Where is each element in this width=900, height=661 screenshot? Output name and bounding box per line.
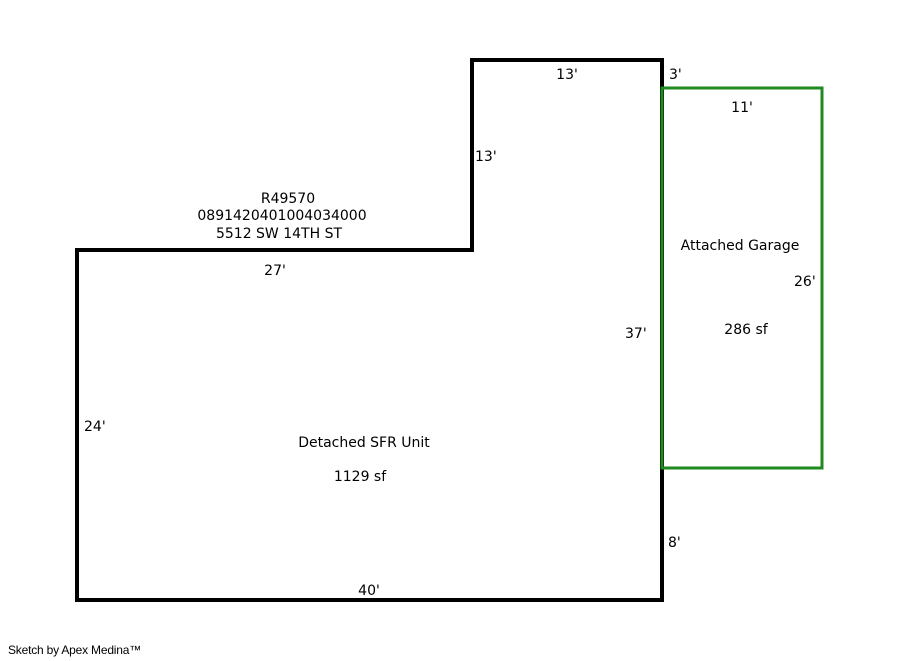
garage-outline [660, 86, 824, 470]
dim-house-right-lower: 8' [668, 535, 681, 551]
house-outline [75, 58, 664, 602]
dim-house-top-left: 27' [264, 263, 286, 279]
parcel-address: 5512 SW 14TH ST [216, 226, 342, 242]
parcel-number: 0891420401004034000 [197, 208, 366, 224]
dim-house-notch-top: 13' [556, 67, 578, 83]
house-area: 1129 sf [334, 469, 387, 485]
dim-garage-top: 11' [731, 100, 753, 116]
dim-house-notch-side: 13' [475, 149, 497, 165]
garage-area: 286 sf [724, 322, 768, 338]
dim-house-left: 24' [84, 419, 106, 435]
parcel-id: R49570 [261, 191, 315, 207]
dim-house-right-upper: 37' [625, 326, 647, 342]
dim-garage-right: 26' [794, 274, 816, 290]
sketch-credit: Sketch by Apex Medina™ [8, 643, 142, 657]
garage-name: Attached Garage [681, 238, 800, 254]
dim-house-bottom: 40' [358, 583, 380, 599]
dim-garage-offset: 3' [669, 67, 682, 83]
house-name: Detached SFR Unit [298, 435, 430, 451]
